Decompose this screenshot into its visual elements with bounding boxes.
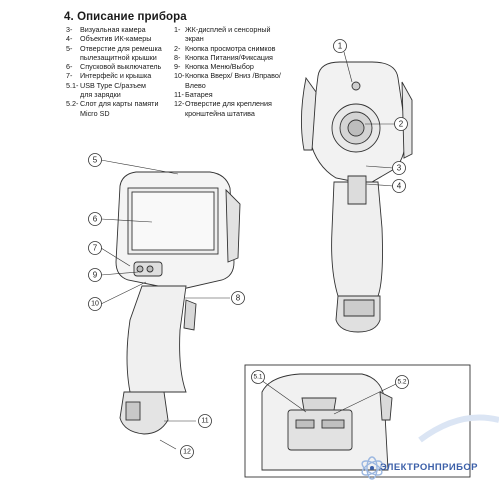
- rear-view-drawing: [300, 61, 413, 333]
- list-item: 6- Спусковой выключатель: [66, 62, 174, 71]
- item-number: 7-: [66, 71, 73, 81]
- callout-label: 7: [93, 244, 98, 253]
- list-item: 5.1-USB Type C/разъем: [66, 81, 174, 90]
- watermark-text: ЭЛЕКТРОНПРИБОР: [380, 462, 478, 473]
- item-number: 5.2-: [66, 99, 79, 109]
- list-item: 8- Кнопка Питания/Фиксация: [174, 53, 286, 62]
- item-number: 4-: [66, 34, 73, 44]
- item-text: Влево: [185, 80, 206, 90]
- item-number: 3-: [66, 25, 73, 34]
- item-number: 8-: [174, 52, 181, 62]
- callout-circles: [88, 39, 409, 459]
- callout-label: 5.1: [253, 374, 262, 381]
- item-text: Кнопка Меню/Выбор: [185, 62, 254, 72]
- item-number: 10-: [174, 71, 185, 81]
- list-item: 2- Кнопка просмотра снимков: [174, 44, 286, 53]
- item-text: Отверстие для ремешка: [80, 43, 162, 53]
- item-text: Кнопка Вверх/ Вниз /Вправо/: [185, 71, 281, 81]
- item-text: Отверстие для крепления: [185, 99, 272, 109]
- callout-label: 1: [338, 42, 343, 51]
- item-text: для зарядки: [80, 90, 121, 100]
- list-item: 10-Кнопка Вверх/ Вниз /Вправо/: [174, 71, 286, 80]
- list-item: 3- Визуальная камера: [66, 25, 174, 34]
- item-text: кронштейна штатива: [185, 108, 255, 118]
- item-text: Слот для карты памяти: [80, 99, 159, 109]
- callout-label: 8: [236, 294, 241, 303]
- callout-label: 2: [399, 120, 404, 129]
- callout-label: 6: [93, 215, 98, 224]
- callout-label: 12: [183, 449, 191, 456]
- callout-label: 3: [397, 164, 402, 173]
- item-number: 12-: [174, 99, 185, 109]
- item-text: Визуальная камера: [80, 25, 146, 34]
- list-item: экран: [174, 34, 286, 43]
- callout-label: 9: [93, 271, 98, 280]
- item-number: 9-: [174, 62, 181, 72]
- item-text: Micro SD: [80, 108, 110, 118]
- front-view-drawing: [115, 171, 241, 435]
- callout-label: 11: [201, 418, 208, 425]
- detail-inset: [244, 364, 471, 478]
- callout-label: 4: [397, 182, 402, 191]
- item-number: 11-: [174, 90, 184, 100]
- item-text: экран: [185, 34, 204, 44]
- leader-lines: [100, 51, 397, 450]
- list-item: 9- Кнопка Меню/Выбор: [174, 62, 286, 71]
- list-item: для зарядки: [66, 90, 174, 99]
- item-text: Батарея: [185, 90, 213, 100]
- callout-label: 5.2: [397, 379, 406, 386]
- item-text: Кнопка просмотра снимков: [185, 43, 276, 53]
- item-text: USB Type C/разъем: [80, 80, 146, 90]
- list-item: 1- ЖК-дисплей и сенсорный: [174, 25, 286, 34]
- list-item: 5.2-Слот для карты памяти: [66, 99, 174, 108]
- list-item: Влево: [174, 81, 286, 90]
- item-number: 2-: [174, 43, 181, 53]
- item-number: 6-: [66, 62, 73, 72]
- item-text: пылезащитной крышки: [80, 52, 157, 62]
- item-text: ЖК-дисплей и сенсорный: [185, 25, 271, 34]
- list-item: 11-Батарея: [174, 90, 286, 99]
- list-item: 5- Отверстие для ремешка: [66, 44, 174, 53]
- list-item: 4- Объектив ИК-камеры: [66, 34, 174, 43]
- list-item: кронштейна штатива: [174, 109, 286, 118]
- callout-label: 10: [91, 301, 99, 308]
- watermark-logo: [361, 414, 499, 480]
- item-text: Интерфейс и крышка: [80, 71, 152, 81]
- page-title: 4. Описание прибора: [64, 11, 187, 23]
- item-text: Кнопка Питания/Фиксация: [185, 52, 273, 62]
- item-text: Объектив ИК-камеры: [80, 34, 152, 44]
- list-item: Micro SD: [66, 109, 174, 118]
- item-number: 1-: [174, 25, 181, 34]
- item-number: 5-: [66, 43, 73, 53]
- callout-labels: 1 2 3 4 5 6 7 8 9 10 11 12 5.1 5.2: [91, 42, 407, 456]
- list-item: 7- Интерфейс и крышка: [66, 71, 174, 80]
- list-item: 12-Отверстие для крепления: [174, 99, 286, 108]
- item-text: Спусковой выключатель: [80, 62, 162, 72]
- callout-label: 5: [93, 156, 98, 165]
- list-item: пылезащитной крышки: [66, 53, 174, 62]
- item-number: 5.1-: [66, 80, 79, 90]
